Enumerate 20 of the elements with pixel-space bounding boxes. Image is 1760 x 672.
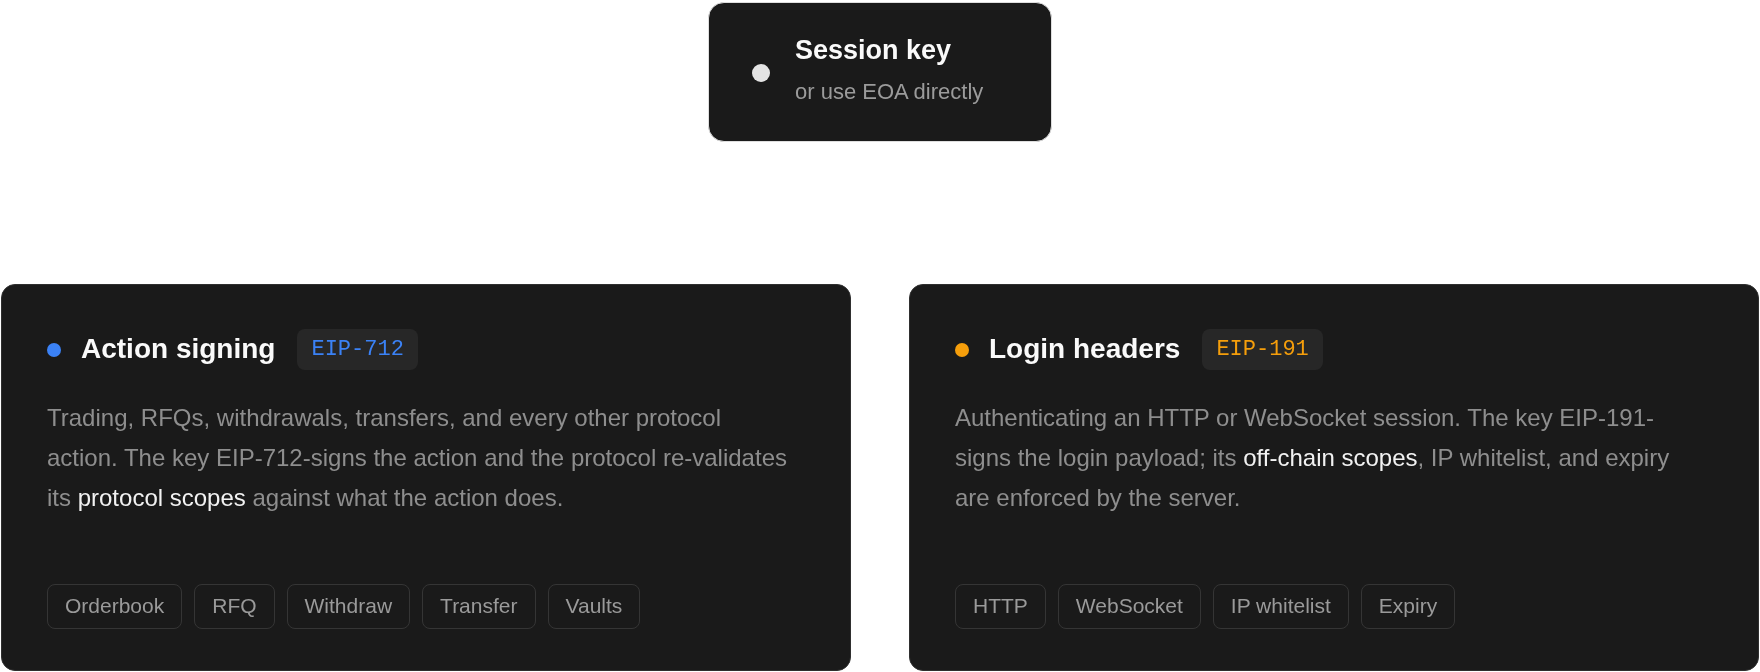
card-title: Session key: [795, 34, 952, 66]
card-title: Login headers: [989, 332, 1181, 366]
tag-chip: Orderbook: [47, 584, 183, 629]
card-title: Action signing: [81, 332, 276, 366]
tag-chip: RFQ: [194, 584, 275, 629]
card-description: Trading, RFQs, withdrawals, transfers, and every other protocol action. The key EIP-712-signs the action and the protocol re-validates its protocol scopes against what the action does.: [47, 403, 788, 513]
tag-chip: WebSocket: [1057, 584, 1201, 629]
tag-chip: Vaults: [547, 584, 641, 629]
code-badge: EIP-712: [297, 328, 418, 370]
code-badge: EIP-191: [1202, 328, 1323, 370]
tag-chip: HTTP: [955, 584, 1046, 629]
card-subtitle: or use EOA directly: [795, 79, 984, 105]
tag-chip: Expiry: [1360, 584, 1456, 629]
card: [1, 284, 851, 671]
card-description: Authenticating an HTTP or WebSocket session. The key EIP-191-signs the login payload; its off-chain scopes, IP whitelist, and expiry are enforced by the server.: [955, 403, 1671, 513]
tag-chip: Withdraw: [286, 584, 411, 629]
card: [909, 284, 1759, 671]
card: [708, 2, 1052, 142]
tag-chip: IP whitelist: [1212, 584, 1349, 629]
tag-chip: Transfer: [422, 584, 536, 629]
